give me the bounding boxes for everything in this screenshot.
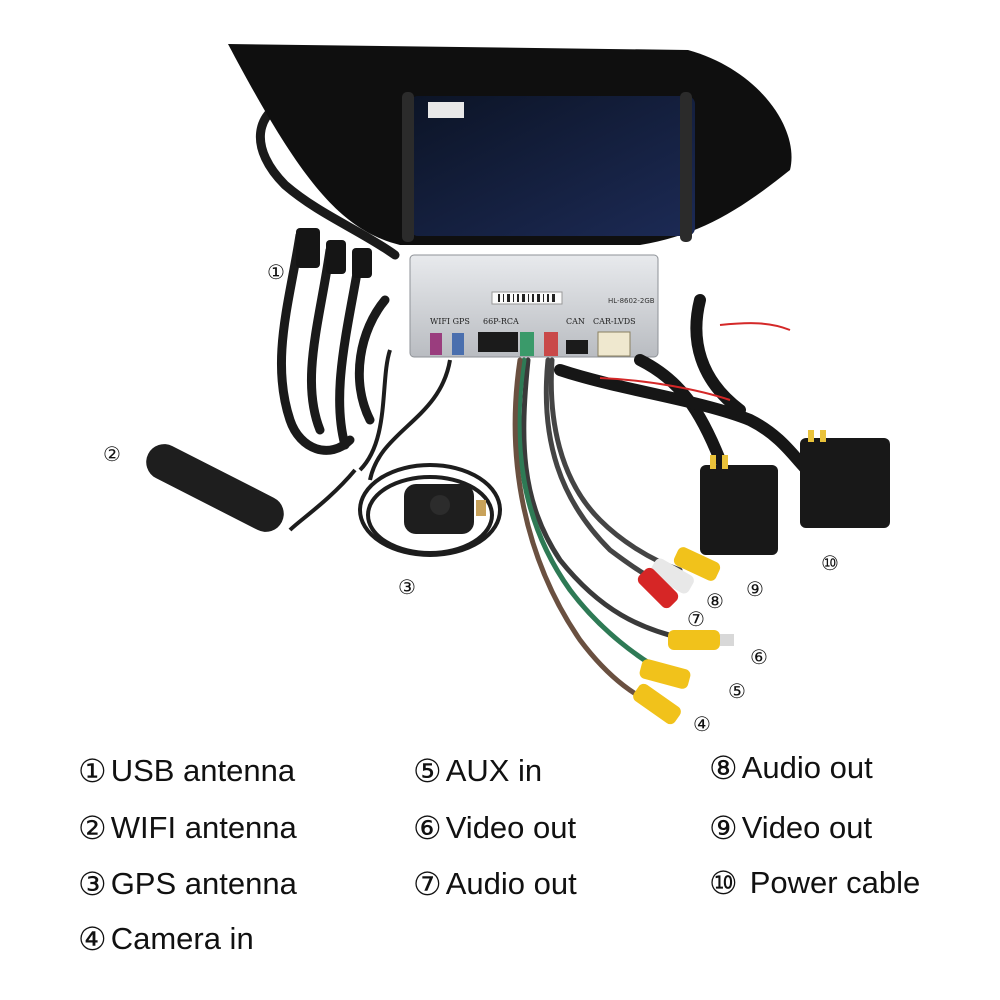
- callout-wifi: ②: [103, 442, 121, 466]
- car-lvds-label: CAR-LVDS: [593, 317, 636, 326]
- legend-number: ②: [78, 809, 107, 847]
- rca-port: [478, 332, 518, 352]
- legend-label: Power cable: [749, 865, 921, 900]
- usb-plug: [352, 248, 372, 278]
- rca-plug-aux: [639, 659, 691, 689]
- model-label: HL-8602-2GB: [608, 297, 655, 305]
- callout-audio-out-2: ⑧: [706, 589, 724, 613]
- legend-item-power: ⑩ Power cable: [709, 864, 920, 902]
- legend-number: ⑨: [709, 809, 738, 847]
- callout-video-out: ⑥: [750, 645, 768, 669]
- legend-number: ③: [78, 865, 107, 903]
- callout-power: ⑩: [821, 551, 839, 575]
- legend-item-aux: ⑤ AUX in: [413, 752, 542, 790]
- usb-plug: [296, 228, 320, 268]
- barcode: [491, 291, 563, 305]
- lvds-port: [597, 331, 631, 357]
- callout-camera: ④: [693, 712, 711, 736]
- gps-port: [452, 333, 464, 355]
- legend-item-video-out-2: ⑨ Video out: [709, 809, 872, 847]
- gps-antenna: [404, 484, 486, 534]
- legend-label: USB antenna: [110, 753, 296, 788]
- legend-number: ①: [78, 752, 107, 790]
- legend-label: WIFI antenna: [110, 810, 297, 845]
- rca-plug-camera: [633, 683, 681, 725]
- legend-label: Audio out: [741, 750, 873, 785]
- can-label: CAN: [566, 317, 585, 326]
- legend-item-wifi: ② WIFI antenna: [78, 809, 297, 847]
- legend-number: ⑦: [413, 865, 442, 903]
- legend-label: Video out: [445, 810, 577, 845]
- wifi-gps-label: WIFI GPS: [430, 317, 470, 326]
- legend-item-gps: ③ GPS antenna: [78, 865, 297, 903]
- legend-number: ④: [78, 920, 107, 958]
- callout-usb: ①: [267, 260, 285, 284]
- iso-connector: [800, 438, 890, 528]
- legend-label: Camera in: [110, 921, 254, 956]
- legend-item-usb: ① USB antenna: [78, 752, 295, 790]
- rca-plug-audio-red: [637, 567, 679, 609]
- callout-gps: ③: [398, 575, 416, 599]
- legend-label: Audio out: [445, 866, 577, 901]
- usb-plug: [326, 240, 346, 274]
- head-unit-illustration: HL-8602-2GB WIFI GPS 66P-RCA CAN CAR-LVD…: [146, 44, 890, 725]
- usb-harness: [256, 90, 400, 455]
- product-photo: HL-8602-2GB WIFI GPS 66P-RCA CAN CAR-LVD…: [103, 44, 890, 736]
- legend-number: ⑥: [413, 809, 442, 847]
- rca-plug-audio-white: [650, 558, 694, 594]
- wifi-port: [430, 333, 442, 355]
- legend-label: AUX in: [445, 753, 543, 788]
- legend-item-audio-out-2: ⑧ Audio out: [709, 749, 873, 787]
- iso-connector: [700, 465, 778, 555]
- legend-item-audio-out: ⑦ Audio out: [413, 865, 577, 903]
- legend-number: ⑧: [709, 749, 738, 787]
- legend-label: Video out: [741, 810, 873, 845]
- callout-audio-out: ⑦: [687, 607, 705, 631]
- legend-number: ⑩: [709, 864, 738, 902]
- can-port: [566, 340, 588, 354]
- rca-plugs: [633, 547, 734, 725]
- wifi-antenna: [146, 444, 284, 532]
- legend-item-camera: ④ Camera in: [78, 920, 254, 958]
- rca-plug-video-out-2: [673, 547, 721, 581]
- sticker: [428, 102, 464, 118]
- display-screen: [410, 96, 695, 236]
- legend-number: ⑤: [413, 752, 442, 790]
- legend-item-video-out: ⑥ Video out: [413, 809, 576, 847]
- rca-plug-video-out: [668, 630, 720, 650]
- callout-video-out-2: ⑨: [746, 577, 764, 601]
- rca-label: 66P-RCA: [483, 317, 519, 326]
- legend-label: GPS antenna: [110, 866, 297, 901]
- rca-cables: [512, 357, 693, 708]
- gps-cable: [288, 349, 502, 557]
- main-box: [409, 254, 659, 358]
- callout-aux: ⑤: [728, 679, 746, 703]
